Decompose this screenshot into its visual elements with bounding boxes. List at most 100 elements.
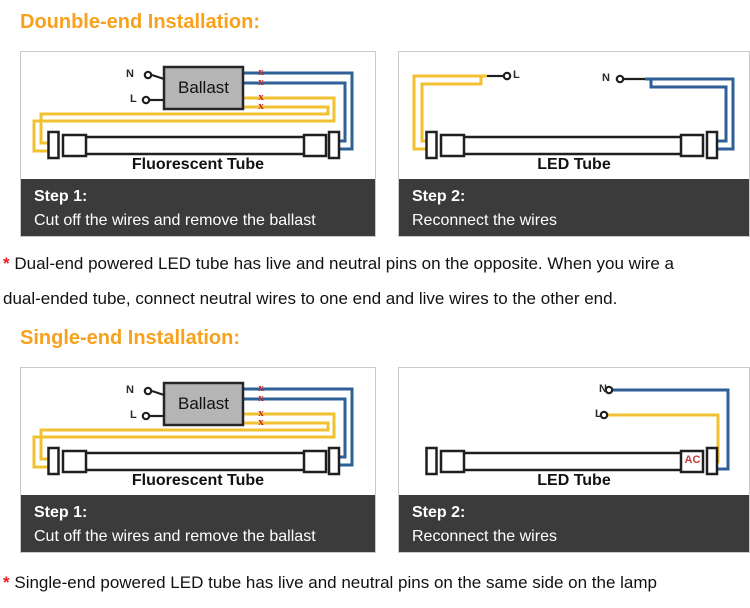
- tube-left-cap: [439, 449, 466, 474]
- live-terminal-dot: [141, 95, 151, 105]
- live-label: L: [130, 93, 137, 105]
- tube-right-pin: [327, 446, 341, 476]
- tube-right-cap: [679, 133, 705, 158]
- led-diagram-graphics: [425, 385, 730, 476]
- ballast-box: [162, 381, 245, 427]
- ballast-box: [162, 65, 245, 111]
- fluorescent-diagram-graphics: [32, 381, 354, 476]
- step2-title: Step 2:: [412, 504, 466, 521]
- panel-single-end-step2: N L AC LED Tube Step 2: Reconnect the wi…: [398, 367, 750, 553]
- blue-neutral-wire-outer: [243, 387, 354, 467]
- note-text: Single-end powered LED tube has live and…: [14, 573, 657, 592]
- step2-description: Reconnect the wires: [412, 528, 557, 545]
- neutral-terminal-dot: [143, 70, 153, 80]
- blue-neutral-wire-inner: [649, 79, 728, 143]
- step2-footer: Step 2: Reconnect the wires: [399, 179, 749, 236]
- tube-left-pin: [47, 130, 60, 160]
- note-line: * Dual-end powered LED tube has live and…: [3, 246, 674, 281]
- cut-mark-icon: x: [258, 76, 264, 88]
- tube-body: [86, 451, 304, 472]
- fluorescent-tube-label: Fluorescent Tube: [131, 156, 265, 173]
- yellow-live-wire-outer: [32, 96, 336, 153]
- ac-driver-label: AC: [684, 454, 701, 466]
- panel-single-end-step1: N L Ballast x x x x Fluorescent Tube Ste…: [20, 367, 376, 553]
- note-line: * Single-end powered LED tube has live a…: [3, 565, 657, 600]
- cut-mark-icon: x: [258, 91, 264, 103]
- fluorescent-wiring-diagram: N L Ballast x x x x Fluorescent Tube: [21, 52, 375, 179]
- live-terminal-dot: [502, 71, 512, 81]
- tube-body: [86, 135, 304, 156]
- panel-double-end-step1: N L Ballast x x x x Fluorescent Tube Ste…: [20, 51, 376, 237]
- single-end-note: * Single-end powered LED tube has live a…: [3, 565, 657, 600]
- yellow-live-wire-outer: [412, 74, 487, 151]
- tube-left-cap: [439, 133, 466, 158]
- cut-mark-icon: x: [258, 100, 264, 112]
- cut-mark-icon: x: [258, 407, 264, 419]
- tube-left-cap: [61, 133, 88, 158]
- neutral-terminal-lead: [151, 389, 165, 397]
- step1-title: Step 1:: [34, 188, 88, 205]
- cut-mark-icon: x: [258, 392, 264, 404]
- tube-right-cap: [302, 449, 328, 474]
- yellow-live-wire-inner: [420, 76, 483, 143]
- tube-right-pin: [705, 446, 719, 476]
- fluorescent-wiring-diagram: N L Ballast x x x x Fluorescent Tube: [21, 368, 375, 495]
- step1-title: Step 1:: [34, 504, 88, 521]
- step2-title: Step 2:: [412, 188, 466, 205]
- cut-mark-icon: x: [258, 66, 264, 78]
- asterisk-marker: *: [3, 254, 10, 273]
- note-line: dual-ended tube, connect neutral wires t…: [3, 289, 618, 308]
- tube-right-pin: [705, 130, 719, 160]
- step2-footer: Step 2: Reconnect the wires: [399, 495, 749, 552]
- tube-right-pin: [327, 130, 341, 160]
- neutral-terminal-dot: [615, 74, 625, 84]
- double-end-note: * Dual-end powered LED tube has live and…: [3, 246, 674, 316]
- neutral-terminal-dot: [143, 386, 153, 396]
- led-diagram-graphics: [412, 71, 735, 160]
- step1-description: Cut off the wires and remove the ballast: [34, 212, 316, 229]
- step1-footer: Step 1: Cut off the wires and remove the…: [21, 179, 375, 236]
- blue-neutral-wire: [613, 388, 730, 471]
- neutral-terminal-lead: [151, 73, 165, 81]
- neutral-label: N: [599, 383, 607, 395]
- fluorescent-diagram-graphics: [32, 65, 354, 160]
- tube-left-cap: [61, 449, 88, 474]
- tube-body: [464, 135, 681, 156]
- blue-neutral-wire-outer: [645, 77, 735, 151]
- step1-description: Cut off the wires and remove the ballast: [34, 528, 316, 545]
- tube-left-pin: [425, 446, 438, 476]
- neutral-label: N: [126, 384, 134, 396]
- note-text: Dual-end powered LED tube has live and n…: [14, 254, 674, 273]
- live-label: L: [513, 69, 520, 81]
- live-label: L: [595, 408, 602, 420]
- led-tube-label: LED Tube: [537, 472, 611, 489]
- led-tube-label: LED Tube: [537, 156, 611, 173]
- panel-double-end-step2: L N LED Tube Step 2: Reconnect the wires: [398, 51, 750, 237]
- yellow-live-wire-outer: [32, 412, 336, 469]
- neutral-terminal-dot: [604, 385, 614, 395]
- yellow-live-wire-inner: [39, 105, 330, 145]
- live-terminal-dot: [599, 410, 609, 420]
- blue-neutral-wire-inner: [243, 397, 347, 459]
- tube-right-cap-ac: [679, 449, 705, 474]
- tube-left-pin: [47, 446, 60, 476]
- step2-description: Reconnect the wires: [412, 212, 557, 229]
- cut-mark-icon: x: [258, 416, 264, 428]
- tube-body: [464, 451, 681, 472]
- cut-mark-icon: x: [258, 382, 264, 394]
- led-wiring-diagram-double: L N LED Tube: [399, 52, 749, 179]
- tube-right-cap: [302, 133, 328, 158]
- neutral-label: N: [602, 72, 610, 84]
- step1-footer: Step 1: Cut off the wires and remove the…: [21, 495, 375, 552]
- tube-left-pin: [425, 130, 438, 160]
- asterisk-marker: *: [3, 573, 10, 592]
- fluorescent-tube-label: Fluorescent Tube: [131, 472, 265, 489]
- ballast-label: Ballast: [177, 394, 230, 413]
- blue-neutral-wire-outer: [243, 71, 354, 151]
- single-end-heading: Single-end Installation:: [20, 327, 241, 349]
- double-end-heading: Dounble-end Installation:: [20, 11, 260, 33]
- ballast-label: Ballast: [177, 78, 230, 97]
- blue-neutral-wire-inner: [243, 81, 347, 143]
- live-terminal-dot: [141, 411, 151, 421]
